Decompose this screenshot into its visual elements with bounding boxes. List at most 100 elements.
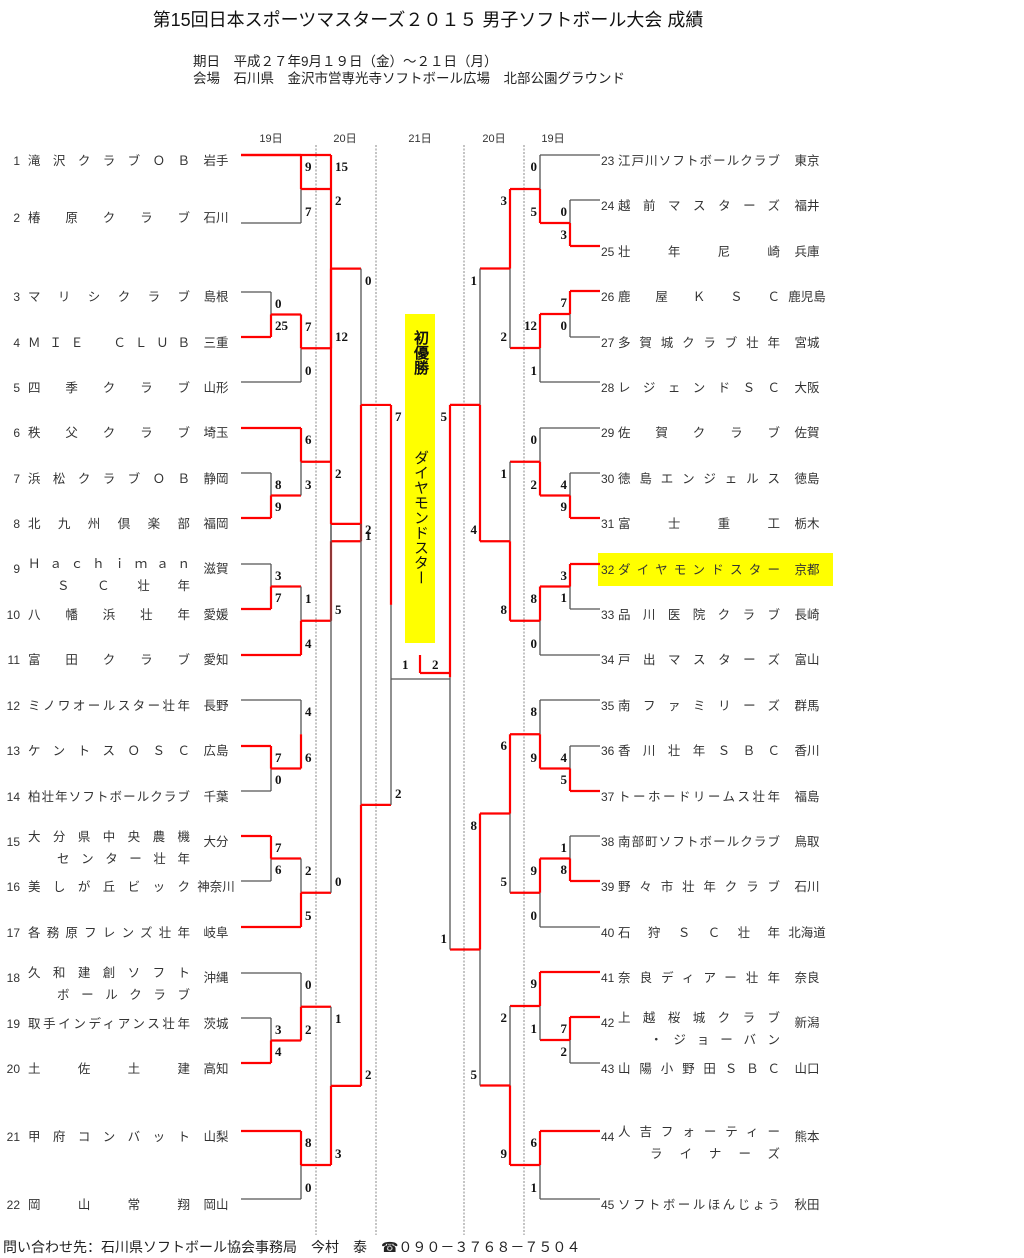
team-name: 美しが丘ビック [28, 880, 190, 894]
match-score: 7 [275, 750, 282, 765]
team-prefecture: 山口 [794, 1062, 820, 1076]
team-number: 12 [6, 699, 20, 713]
team-number: 2 [13, 211, 20, 225]
team-name: 野々市壮年クラブ [618, 880, 780, 894]
event-period: 期日 平成２７年9月１９日（金）～２１日（月） [193, 54, 498, 69]
team-name: 香川壮年ＳＢＣ [618, 744, 780, 758]
team-number: 13 [6, 744, 20, 758]
day-label: 20日 [333, 133, 357, 145]
team-prefecture: 長野 [203, 699, 229, 713]
match-score: 2 [365, 522, 372, 538]
match-score: 2 [432, 657, 439, 672]
team-number: 36 [601, 744, 615, 758]
team-number: 16 [6, 880, 20, 894]
match-score: 7 [275, 840, 282, 855]
match-score: 9 [530, 749, 538, 765]
team-name-line2: ＳＣ壮年 [57, 579, 190, 593]
team-number: 19 [6, 1017, 20, 1031]
match-score: 0 [530, 432, 538, 447]
team-number: 45 [601, 1198, 615, 1212]
team-prefecture: 徳島 [794, 472, 820, 486]
team-name: 佐賀クラブ [618, 426, 780, 440]
match-score: 1 [335, 1010, 342, 1026]
match-score: 3 [335, 1146, 342, 1161]
match-score: 3 [500, 193, 508, 208]
team-prefecture: 山形 [203, 381, 229, 395]
match-score: 1 [530, 1180, 538, 1195]
team-name: 四季クラブ [28, 381, 190, 395]
team-number: 42 [601, 1016, 615, 1030]
team-number: 10 [6, 608, 20, 622]
team-number: 40 [601, 926, 615, 940]
team-number: 21 [6, 1130, 20, 1144]
match-score: 0 [305, 977, 312, 992]
team-name: 奈良ディアー壮年 [618, 971, 780, 985]
team-name: 石狩ＳＣ壮年 [618, 926, 780, 940]
match-score: 8 [470, 817, 478, 833]
team-number: 26 [601, 290, 615, 304]
team-number: 7 [13, 472, 20, 486]
team-name: 南ファミリーズ [618, 699, 780, 713]
team-name: Ｈａｃｈｉｍａｎ [28, 557, 190, 571]
match-score: 4 [305, 636, 312, 651]
day-label: 19日 [259, 133, 283, 145]
match-score: 1 [440, 930, 448, 946]
team-name: 八幡浜壮年 [28, 608, 190, 622]
match-score: 1 [305, 590, 312, 606]
team-prefecture: 群馬 [794, 699, 820, 713]
contact-footer: 問い合わせ先：石川県ソフトボール協会事務局 今村 泰 ☎０９０－３７６８－７５０… [3, 1239, 581, 1255]
team-prefecture: 石川 [203, 211, 229, 225]
team-name: 取手インディアンス壮年 [28, 1017, 190, 1031]
team-name: 北九州倶楽部 [28, 517, 190, 531]
team-name-line2: ボールクラブ [57, 988, 190, 1002]
team-number: 23 [601, 154, 615, 168]
match-score: 3 [560, 227, 568, 242]
team-name: 山陽小野田ＳＢＣ [618, 1062, 780, 1076]
match-score: 4 [275, 1044, 282, 1059]
match-score: 2 [530, 476, 538, 492]
champion-team: ダイヤモンドスター [412, 450, 430, 585]
team-name: レジェンドＳＣ [618, 381, 780, 395]
champion-label: 初優勝 [412, 330, 430, 375]
match-score: 7 [395, 408, 402, 424]
team-number: 34 [601, 653, 615, 667]
team-name-line2: ライナーズ [650, 1147, 780, 1161]
match-score: 3 [560, 568, 568, 583]
match-score: 4 [305, 704, 312, 719]
match-score: 8 [530, 704, 538, 719]
team-name-line2: センター壮年 [57, 852, 190, 866]
team-prefecture: 愛媛 [203, 608, 229, 622]
match-score: 1 [530, 1021, 538, 1036]
match-score: 0 [530, 636, 538, 651]
team-name: 富士重工 [618, 517, 780, 531]
match-score: 5 [335, 601, 342, 617]
team-number: 11 [7, 653, 20, 667]
team-prefecture: 福島 [794, 790, 820, 804]
team-prefecture: 奈良 [794, 971, 820, 985]
team-name: マリシクラブ [28, 290, 190, 304]
match-score: 5 [305, 908, 312, 923]
team-prefecture: 岩手 [203, 154, 229, 168]
match-score: 4 [560, 477, 568, 492]
match-score: 6 [500, 738, 508, 754]
team-number: 33 [601, 608, 615, 622]
team-prefecture: 岐阜 [203, 926, 229, 940]
team-prefecture: 静岡 [203, 472, 229, 486]
match-score: 1 [500, 465, 508, 481]
team-number: 14 [6, 790, 20, 804]
team-number: 30 [601, 472, 615, 486]
team-prefecture: 大阪 [794, 381, 820, 395]
team-number: 5 [13, 381, 20, 395]
match-score: 6 [305, 432, 312, 447]
match-score: 2 [305, 1021, 312, 1037]
team-prefecture: 新潟 [794, 1016, 820, 1030]
match-score: 9 [530, 976, 538, 991]
team-prefecture: 石川 [794, 880, 820, 894]
team-number: 6 [13, 426, 20, 440]
match-score: 2 [305, 862, 312, 878]
team-number: 15 [6, 835, 20, 849]
team-prefecture: 福井 [794, 199, 820, 213]
team-prefecture: 宮城 [794, 336, 820, 350]
team-name: 岡山常翔 [28, 1198, 190, 1212]
team-name: 椿原クラブ [28, 211, 190, 225]
